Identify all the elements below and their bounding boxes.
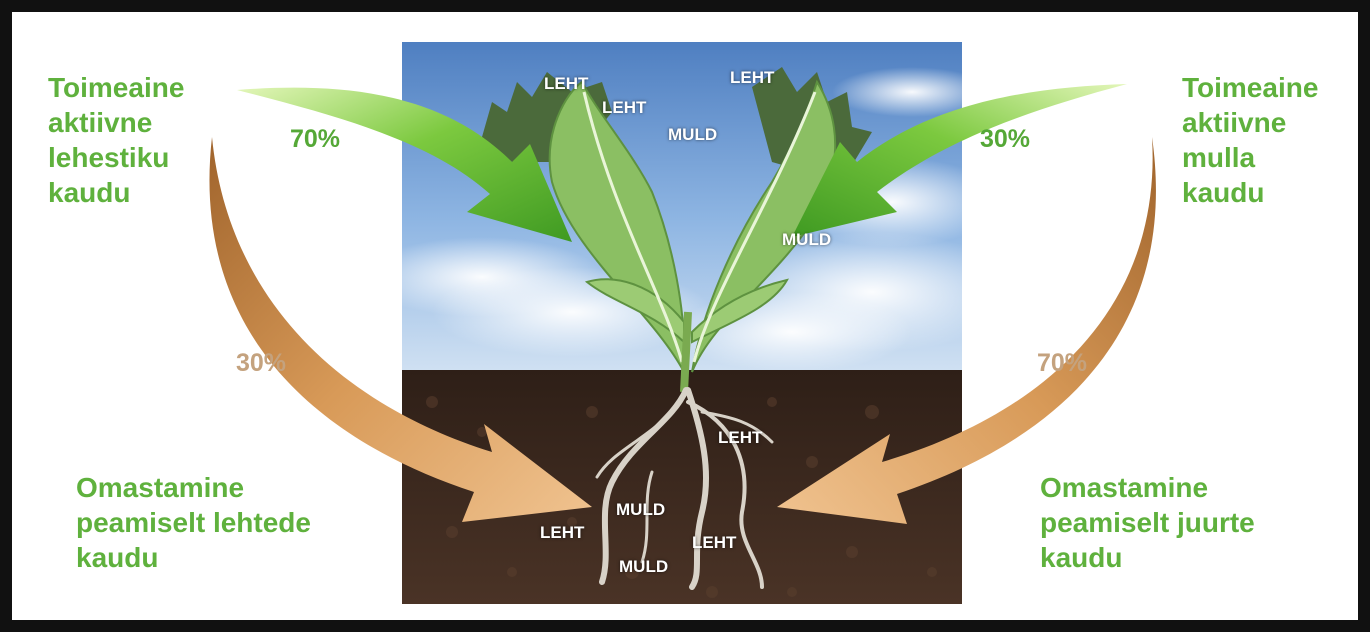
- left-bottom-line-2: peamiselt lehtede: [76, 505, 311, 540]
- label-leht: LEHT: [602, 98, 646, 118]
- right-bottom-line-2: peamiselt juurte: [1040, 505, 1255, 540]
- label-muld: MULD: [616, 500, 665, 520]
- right-top-line-2: aktiivne: [1182, 105, 1318, 140]
- right-bottom-line-3: kaudu: [1040, 540, 1255, 575]
- label-leht: LEHT: [730, 68, 774, 88]
- label-muld: MULD: [668, 125, 717, 145]
- left-green-percentage: 70%: [290, 125, 340, 154]
- right-bottom-caption: Omastamine peamiselt juurte kaudu: [1040, 470, 1255, 575]
- left-top-line-2: aktiivne: [48, 105, 184, 140]
- label-muld: MULD: [782, 230, 831, 250]
- right-bottom-line-1: Omastamine: [1040, 470, 1255, 505]
- right-top-caption: Toimeaine aktiivne mulla kaudu: [1182, 70, 1318, 210]
- right-brown-percentage: 70%: [1037, 349, 1087, 378]
- right-top-line-4: kaudu: [1182, 175, 1318, 210]
- left-bottom-line-1: Omastamine: [76, 470, 311, 505]
- left-bottom-caption: Omastamine peamiselt lehtede kaudu: [76, 470, 311, 575]
- left-top-line-1: Toimeaine: [48, 70, 184, 105]
- label-leht: LEHT: [544, 74, 588, 94]
- label-leht: LEHT: [692, 533, 736, 553]
- diagram-frame: Toimeaine aktiivne lehestiku kaudu Toime…: [12, 12, 1358, 620]
- label-muld: MULD: [619, 557, 668, 577]
- left-top-line-3: lehestiku: [48, 140, 184, 175]
- label-leht: LEHT: [540, 523, 584, 543]
- right-top-line-3: mulla: [1182, 140, 1318, 175]
- left-bottom-line-3: kaudu: [76, 540, 311, 575]
- label-leht: LEHT: [718, 428, 762, 448]
- right-top-line-1: Toimeaine: [1182, 70, 1318, 105]
- left-top-line-4: kaudu: [48, 175, 184, 210]
- left-brown-percentage: 30%: [236, 349, 286, 378]
- right-green-percentage: 30%: [980, 125, 1030, 154]
- plant-stem: [684, 312, 688, 392]
- left-top-caption: Toimeaine aktiivne lehestiku kaudu: [48, 70, 184, 210]
